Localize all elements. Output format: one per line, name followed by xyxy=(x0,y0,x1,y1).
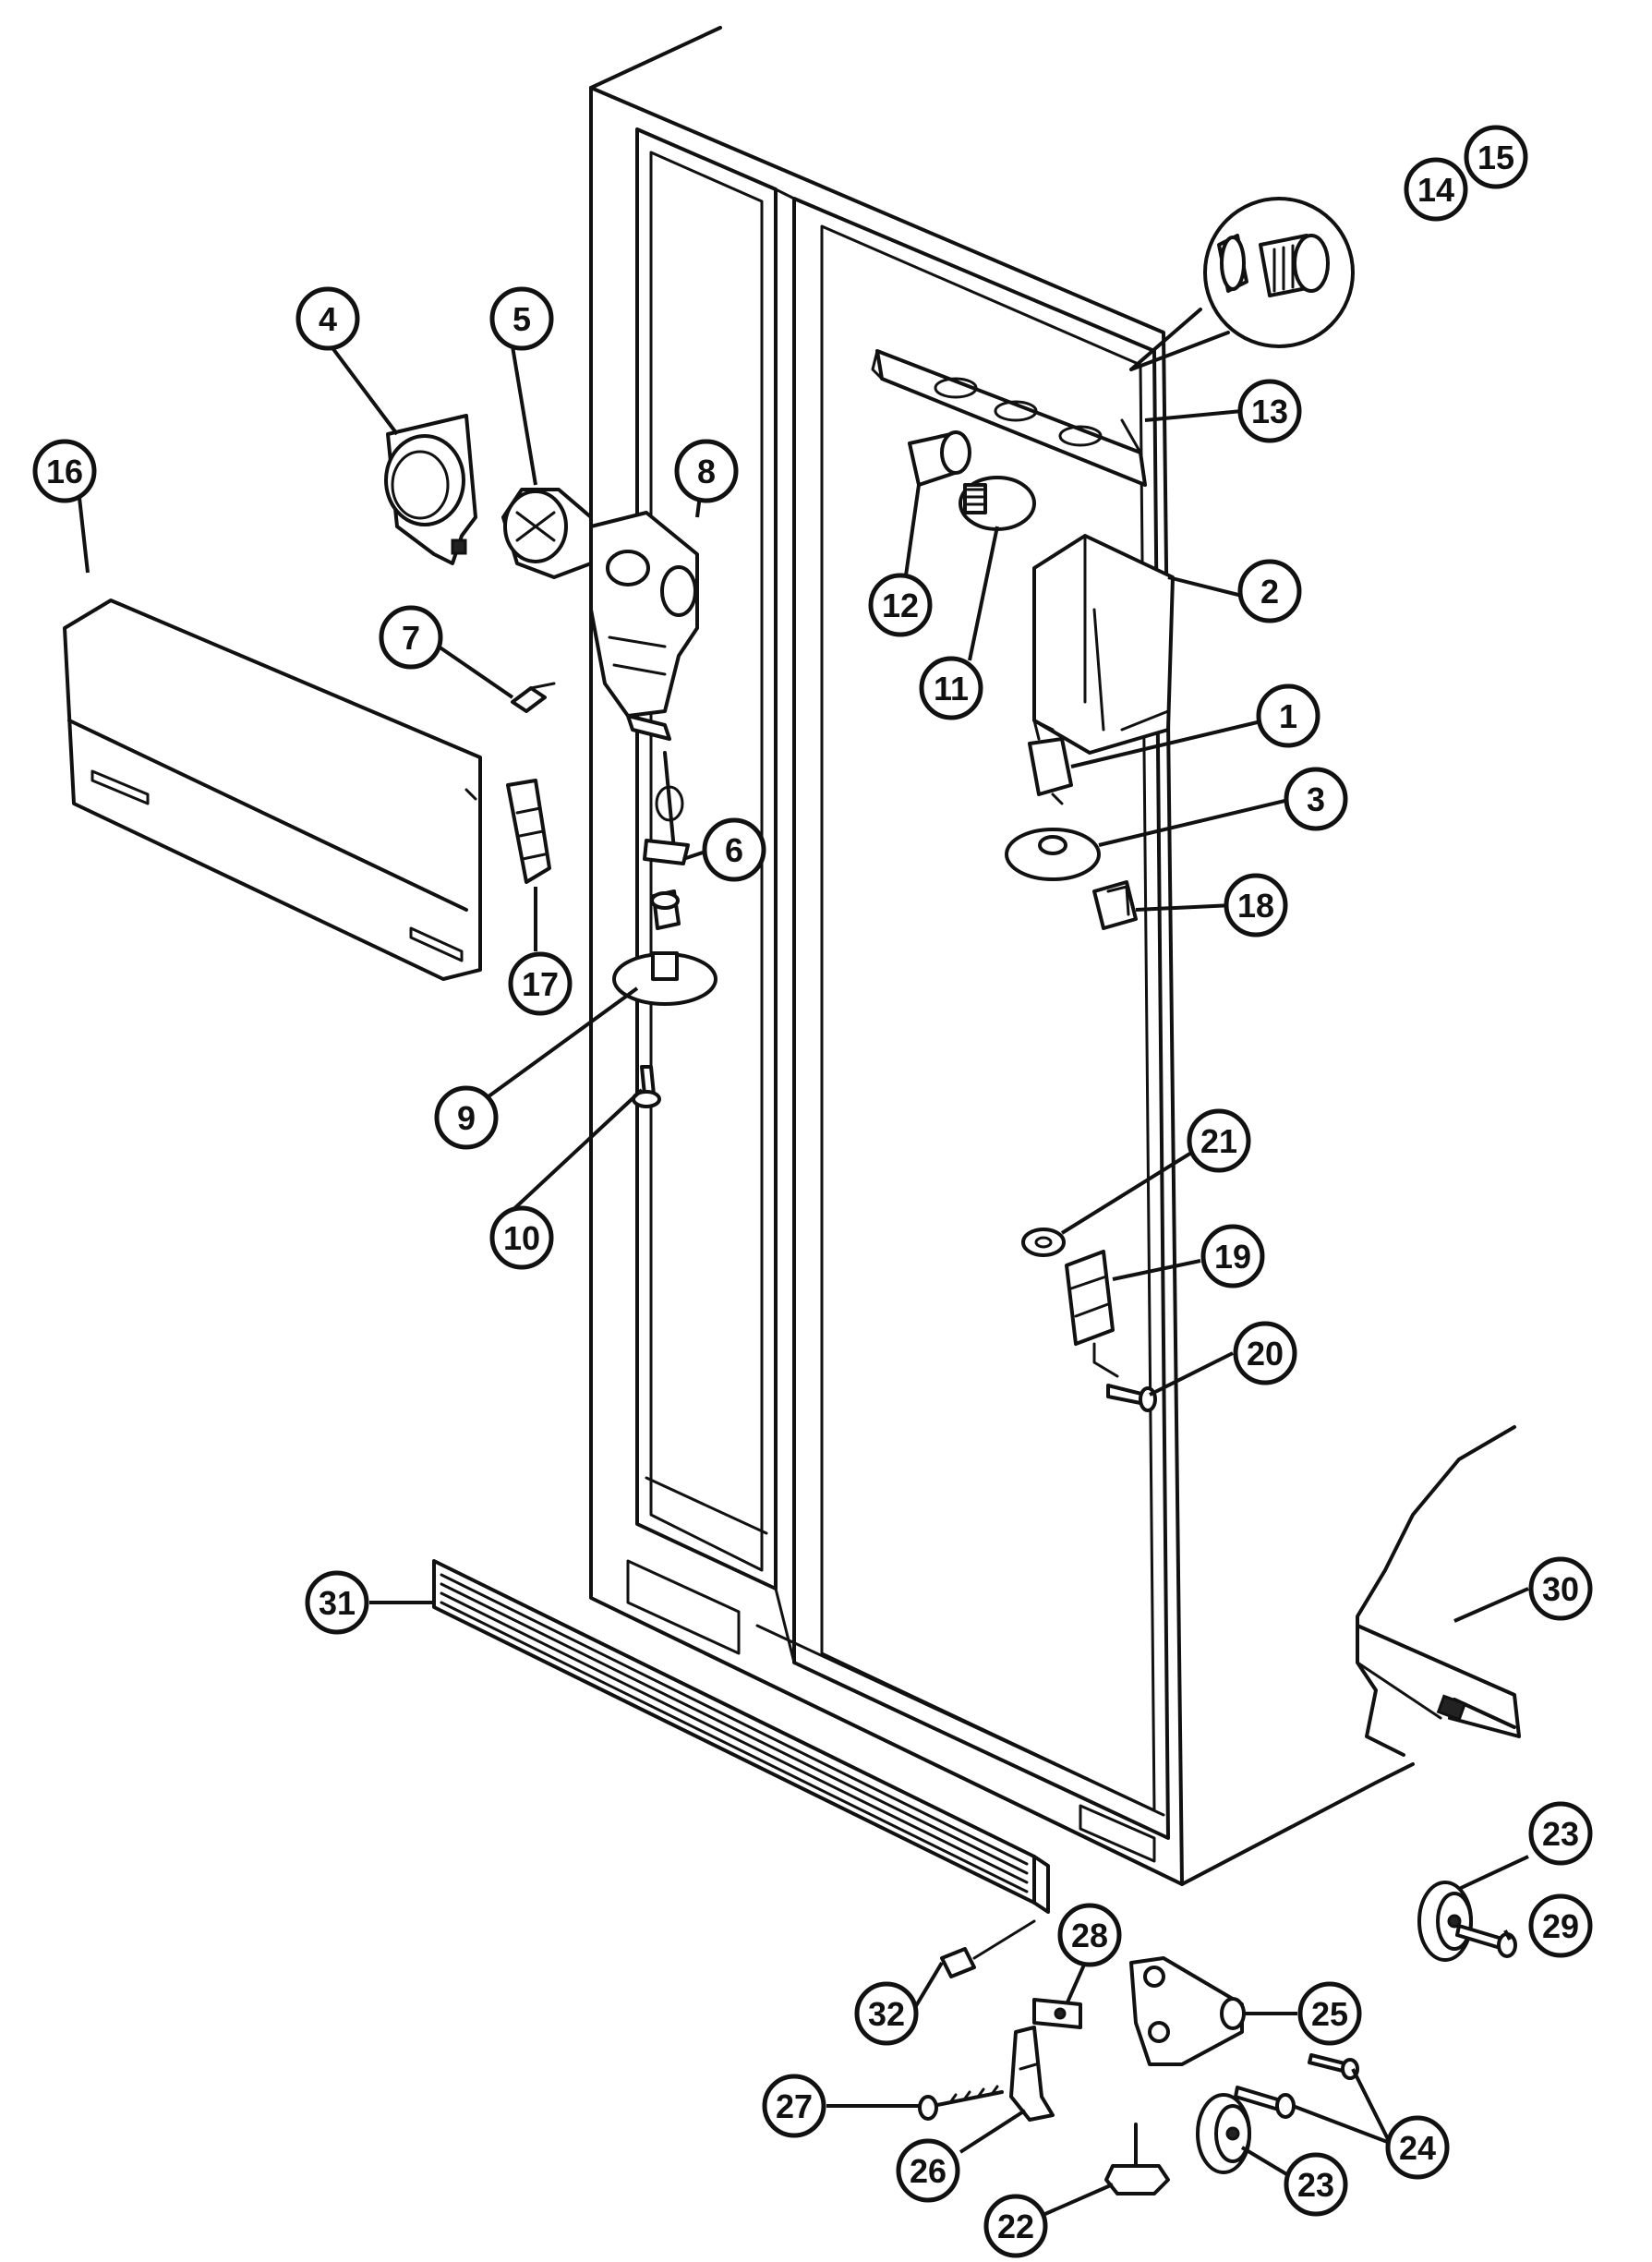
callout-17: 17 xyxy=(508,951,573,1016)
callout-14-label: 14 xyxy=(1417,171,1454,209)
hinge-part-25 xyxy=(1129,1956,1246,2066)
callout-19: 19 xyxy=(1200,1224,1265,1288)
callout-25: 25 xyxy=(1297,1981,1362,2046)
callout-29-label: 29 xyxy=(1542,1907,1579,1945)
control-knob-part-3 xyxy=(1005,828,1101,881)
bracket-part-26 xyxy=(1009,2026,1055,2122)
callout-3-label: 3 xyxy=(1307,780,1325,818)
leveler-part-22 xyxy=(1104,2123,1170,2195)
light-bracket-part-13 xyxy=(871,349,1147,487)
callout-11: 11 xyxy=(919,656,983,720)
callout-16-label: 16 xyxy=(46,453,83,490)
callout-27: 27 xyxy=(762,2074,826,2138)
callout-12: 12 xyxy=(868,573,933,637)
leader-lines xyxy=(77,340,1529,2219)
callout-16: 16 xyxy=(32,439,97,503)
callout-17-label: 17 xyxy=(522,965,559,1003)
callout-24: 24 xyxy=(1385,2115,1450,2180)
callout-3: 3 xyxy=(1284,767,1348,831)
callout-12-label: 12 xyxy=(882,587,919,624)
callout-11-label: 11 xyxy=(934,670,969,708)
floor-plate-fragment xyxy=(1356,1425,1521,1757)
callout-26-label: 26 xyxy=(910,2152,947,2190)
callout-13-label: 13 xyxy=(1251,393,1288,430)
screw-part-20 xyxy=(1106,1384,1157,1412)
roller-part-23-rear xyxy=(1417,1881,1473,1962)
callout-31-label: 31 xyxy=(319,1584,356,1622)
shaft-part-6 xyxy=(643,751,690,930)
bracket-part-19 xyxy=(1065,1250,1119,1378)
screw-part-27 xyxy=(918,2085,1004,2121)
callout-26: 26 xyxy=(896,2138,960,2203)
callout-13: 13 xyxy=(1237,379,1302,443)
callout-14: 14 xyxy=(1404,157,1468,222)
cabinet-body xyxy=(589,26,1415,1886)
callout-9-label: 9 xyxy=(457,1099,476,1137)
clip-part-32 xyxy=(940,1919,1036,1978)
callout-20: 20 xyxy=(1233,1321,1297,1385)
roller-part-23-front xyxy=(1196,2093,1251,2174)
callout-18: 18 xyxy=(1224,873,1288,937)
callout-18-label: 18 xyxy=(1237,887,1274,925)
callout-8: 8 xyxy=(674,439,739,503)
clip-part-7 xyxy=(511,682,556,713)
switch-part-18 xyxy=(1092,880,1138,930)
axle-pins-part-24 xyxy=(1234,2053,1359,2119)
callout-15: 15 xyxy=(1464,125,1528,189)
grommet-part-21 xyxy=(1021,1228,1066,1257)
plate-part-28 xyxy=(1032,1998,1082,2029)
callout-32-label: 32 xyxy=(868,1995,905,2033)
callout-23-front-label: 23 xyxy=(1297,2166,1334,2204)
callout-25-label: 25 xyxy=(1311,1995,1348,2033)
callout-7-label: 7 xyxy=(402,619,420,657)
dispenser-housing-part-8 xyxy=(589,511,699,741)
callout-10-label: 10 xyxy=(503,1219,540,1257)
toe-grille xyxy=(432,1559,1050,1914)
callout-1: 1 xyxy=(1256,683,1320,748)
callout-19-label: 19 xyxy=(1214,1238,1251,1276)
damper-housing-part-4 xyxy=(384,414,477,565)
callout-28-label: 28 xyxy=(1071,1917,1108,1954)
callout-31: 31 xyxy=(305,1570,369,1635)
callout-30-label: 30 xyxy=(1542,1570,1579,1608)
light-socket-part-12 xyxy=(908,430,971,487)
switch-part-1 xyxy=(1028,719,1073,805)
bracket-part-17 xyxy=(506,779,551,884)
callout-7: 7 xyxy=(379,605,443,670)
callout-29: 29 xyxy=(1528,1893,1593,1958)
callout-8-label: 8 xyxy=(697,453,716,490)
callout-6: 6 xyxy=(702,817,766,882)
callout-10: 10 xyxy=(489,1205,554,1270)
callout-4-label: 4 xyxy=(319,300,337,338)
callout-28: 28 xyxy=(1057,1903,1122,1967)
callout-22-label: 22 xyxy=(997,2208,1034,2245)
callout-30: 30 xyxy=(1528,1556,1593,1621)
callout-32: 32 xyxy=(854,1981,919,2046)
knob-part-9 xyxy=(612,951,717,1006)
callout-21: 21 xyxy=(1187,1108,1251,1173)
callout-2-label: 2 xyxy=(1260,573,1279,611)
callout-23-front: 23 xyxy=(1284,2152,1348,2217)
callout-6-label: 6 xyxy=(725,831,743,869)
fan-assembly-part-5 xyxy=(501,488,593,579)
callout-1-label: 1 xyxy=(1279,697,1297,735)
callout-23-rear: 23 xyxy=(1528,1801,1593,1866)
light-bulb-part-11 xyxy=(959,476,1036,531)
callout-5: 5 xyxy=(489,286,554,351)
callout-22: 22 xyxy=(983,2194,1048,2258)
callout-9: 9 xyxy=(434,1085,499,1150)
callout-4: 4 xyxy=(295,286,360,351)
callout-5-label: 5 xyxy=(512,300,531,338)
callout-27-label: 27 xyxy=(776,2087,813,2125)
hole-plug-inset xyxy=(1129,197,1355,371)
callout-20-label: 20 xyxy=(1247,1335,1284,1373)
callout-23-rear-label: 23 xyxy=(1542,1815,1579,1853)
callout-15-label: 15 xyxy=(1477,139,1514,176)
callout-21-label: 21 xyxy=(1200,1122,1237,1160)
callout-2: 2 xyxy=(1237,559,1302,623)
callout-24-label: 24 xyxy=(1399,2129,1436,2167)
control-housing-part-2 xyxy=(1032,534,1175,755)
front-panel-part-16 xyxy=(63,599,482,981)
